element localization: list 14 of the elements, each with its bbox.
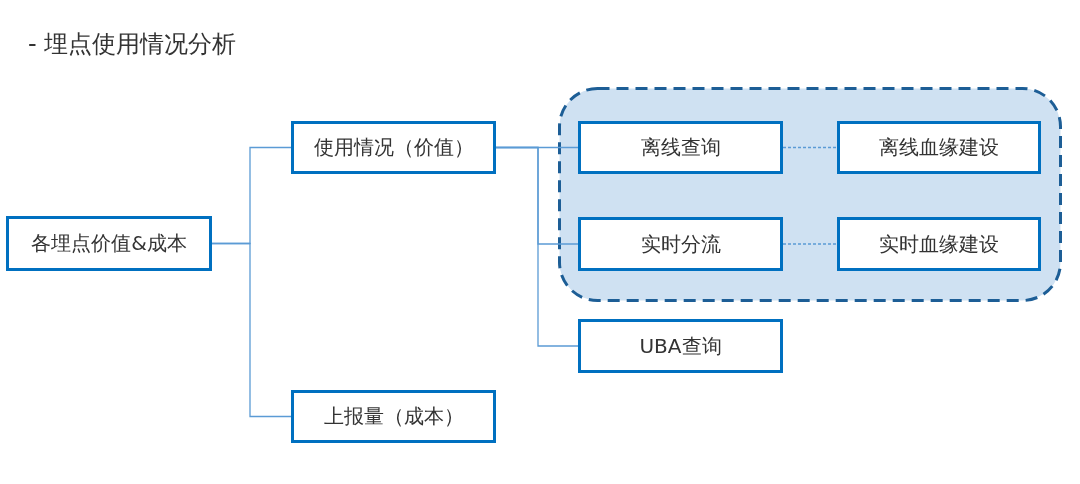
connector-line [495,146,579,347]
dashed-connector [782,146,838,149]
process-box: 上报量（成本） [291,390,496,443]
process-box: 使用情况（价值） [291,121,496,174]
connector-line [211,242,292,418]
process-box: UBA查询 [578,319,783,373]
process-box: 各埋点价值&成本 [6,216,212,271]
process-box: 实时分流 [578,217,783,271]
dashed-connector [782,243,838,245]
process-box: 离线查询 [578,121,783,174]
group-box [558,87,1062,302]
process-box: 离线血缘建设 [837,121,1041,174]
title: - 埋点使用情况分析 [28,29,237,60]
process-box: 实时血缘建设 [837,217,1041,271]
